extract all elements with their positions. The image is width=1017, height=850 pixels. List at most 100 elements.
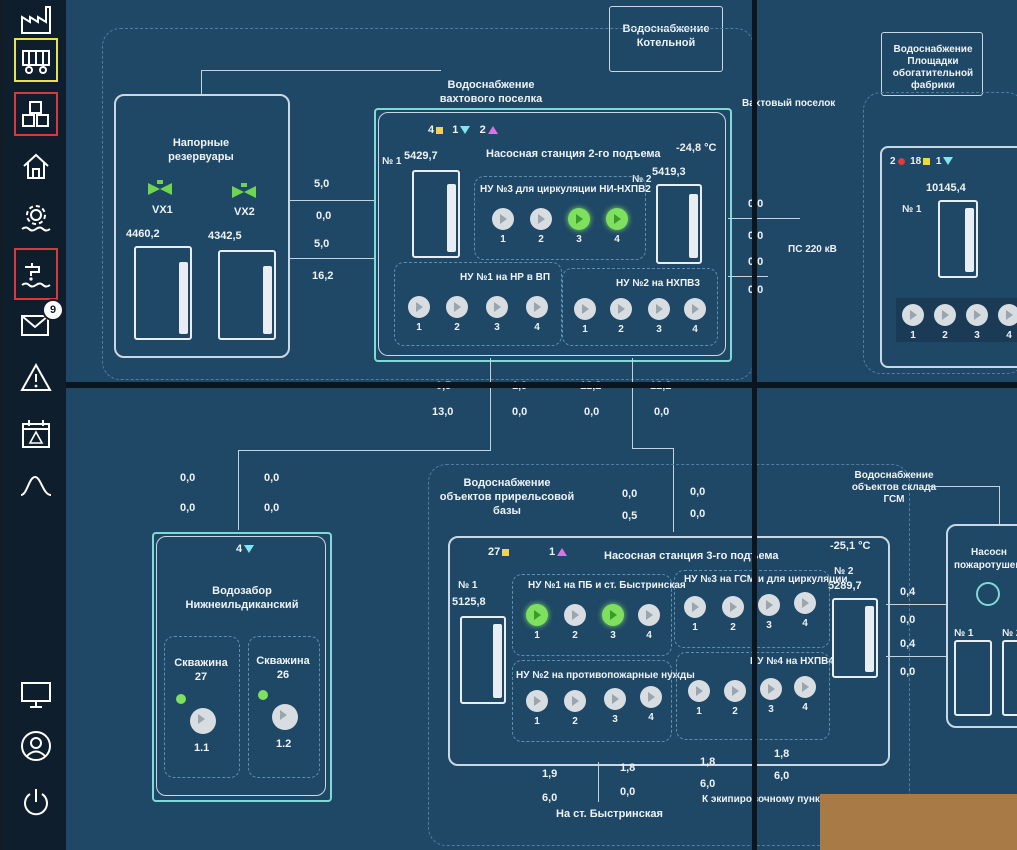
well-27-pump[interactable] [190, 708, 216, 734]
ns2-nu2-pump-4[interactable] [684, 298, 706, 320]
ns3-box[interactable] [448, 536, 890, 766]
well-27-title: Скважина 27 [174, 657, 228, 683]
ns2-alarms[interactable]: 4 1 2 [428, 124, 498, 136]
ns2-nu3-pump-3[interactable] [568, 208, 590, 230]
ns3-nu1-pump-4[interactable] [638, 604, 660, 626]
pump-num: 2 [572, 716, 578, 727]
rail-car-icon[interactable] [14, 38, 58, 82]
pozhar-box[interactable] [946, 524, 1017, 728]
well-27-pump-label: 1.1 [194, 742, 210, 754]
reservoirs-box[interactable] [114, 94, 290, 358]
reservoir-tank-2[interactable] [218, 250, 276, 340]
ns3-tank-2[interactable] [832, 598, 878, 678]
ns3-nu3-pump-4[interactable] [794, 592, 816, 614]
fabrika-pump-4[interactable] [998, 304, 1017, 326]
pozhar-tank-2[interactable] [1002, 640, 1017, 716]
pump-num: 3 [766, 620, 772, 631]
well-26-group[interactable] [248, 636, 320, 778]
left-mid-a1: 0,0 [180, 472, 196, 484]
posyolok-label: Водоснабжение вахтового поселка [439, 79, 543, 105]
ns2-tank1-label: № 1 [382, 156, 402, 167]
left-mid-a2: 0,0 [180, 502, 196, 514]
pump-num: 4 [802, 702, 808, 713]
ns2-nu1-pump-4[interactable] [526, 296, 548, 318]
ns2-nu2-pump-3[interactable] [648, 298, 670, 320]
ns3-nu1-title: НУ №1 на ПБ и ст. Быстринская [528, 580, 686, 591]
reservoir-tank-1[interactable] [134, 246, 192, 340]
ns3-nu2-pump-2[interactable] [564, 690, 586, 712]
ns2-nu2-pump-1[interactable] [574, 298, 596, 320]
kotelnaya-box[interactable] [609, 6, 723, 72]
wave-trend-icon[interactable] [16, 466, 56, 506]
vodozabor-box[interactable] [156, 536, 326, 796]
well-26-pump[interactable] [272, 704, 298, 730]
power-icon[interactable] [16, 782, 56, 822]
vodozabor-alarm[interactable]: 4 [236, 543, 255, 555]
pozhar-pump-1[interactable] [976, 582, 1000, 606]
pozhar-tank-1[interactable] [954, 640, 992, 716]
mid-value-a2: 13,0 [432, 406, 454, 418]
ns3-nu2-pump-3[interactable] [604, 688, 626, 710]
factory-icon[interactable] [16, 0, 56, 40]
ns3-nu4-pump-4[interactable] [794, 676, 816, 698]
pribaza-v1: 0,0 [622, 488, 638, 500]
ns3-nu2-pump-4[interactable] [640, 686, 662, 708]
pozhar-tank1-label: № 1 [954, 628, 974, 639]
ns2-nu2-title: НУ №2 на НХПВ3 [616, 278, 700, 289]
ns3-alarms[interactable]: 27 1 [488, 546, 568, 558]
left-mid-b2: 0,0 [264, 502, 280, 514]
fabrika-header-box[interactable] [881, 32, 983, 96]
ns2-nu3-pump-1[interactable] [492, 208, 514, 230]
kotelnaya-label: Водоснабжение Котельной [622, 23, 710, 49]
ns3-nu3-pump-2[interactable] [722, 596, 744, 618]
ns2-nu2-pump-2[interactable] [610, 298, 632, 320]
ns3-nu3-pump-3[interactable] [758, 594, 780, 616]
fabrika-tank[interactable] [938, 200, 978, 278]
ns3-nu2-pump-1[interactable] [526, 690, 548, 712]
monitor-icon[interactable] [16, 674, 56, 714]
mid-value-d2: 0,0 [654, 406, 670, 418]
valve-vx2-icon[interactable] [230, 183, 258, 201]
ns3-nu1-pump-2[interactable] [564, 604, 586, 626]
boxes-icon[interactable] [14, 92, 58, 136]
ns3-nu4-pump-1[interactable] [688, 680, 710, 702]
ns3-flow-3: 0,4 [900, 638, 916, 650]
bottom-b1: 1,8 [620, 762, 636, 774]
ns2-nu1-pump-3[interactable] [486, 296, 508, 318]
left-flow-4: 16,2 [312, 270, 334, 282]
pump-num: 3 [656, 324, 662, 335]
ns3-nu4-pump-3[interactable] [760, 678, 782, 700]
ns2-nu3-pump-2[interactable] [530, 208, 552, 230]
warning-icon[interactable] [16, 358, 56, 398]
mid-value-b2: 0,0 [512, 406, 528, 418]
ns3-nu4-pump-2[interactable] [724, 680, 746, 702]
posyolok-line [201, 70, 441, 71]
ns3-nu3-pump-1[interactable] [684, 596, 706, 618]
mail-icon[interactable]: 9 [16, 299, 64, 345]
ns2-box[interactable] [378, 112, 726, 356]
user-icon[interactable] [16, 726, 56, 766]
fabrika-alarms[interactable]: 2 18 1 [890, 156, 954, 167]
ns2-nu1-pump-2[interactable] [446, 296, 468, 318]
home-icon[interactable] [16, 146, 56, 186]
fabrika-pump-1[interactable] [902, 304, 924, 326]
fabrika-pump-3[interactable] [966, 304, 988, 326]
fabrika-box[interactable] [880, 146, 1017, 368]
gear-water-icon[interactable] [16, 198, 56, 238]
ns3-tank-1[interactable] [460, 616, 506, 704]
pozhar-title: Насосн пожаротушени [954, 547, 1017, 571]
calendar-warning-icon[interactable] [16, 414, 56, 454]
ns2-tank-2[interactable] [656, 184, 702, 264]
fabrika-pump-2[interactable] [934, 304, 956, 326]
valve-vx1-icon[interactable] [146, 180, 174, 198]
bottom-d1: 1,8 [774, 748, 790, 760]
ns3-nu1-pump-3[interactable] [602, 604, 624, 626]
ns2-nu3-pump-4[interactable] [606, 208, 628, 230]
water-tap-icon[interactable] [14, 248, 58, 300]
fabrika-alarm-yellow-count: 18 [910, 156, 922, 167]
ns2-nu1-pump-1[interactable] [408, 296, 430, 318]
ns2-tank-1[interactable] [412, 170, 460, 258]
well-27-group[interactable] [164, 636, 240, 778]
ns3-nu1-pump-1[interactable] [526, 604, 548, 626]
cyan-triangle-icon [244, 545, 255, 554]
